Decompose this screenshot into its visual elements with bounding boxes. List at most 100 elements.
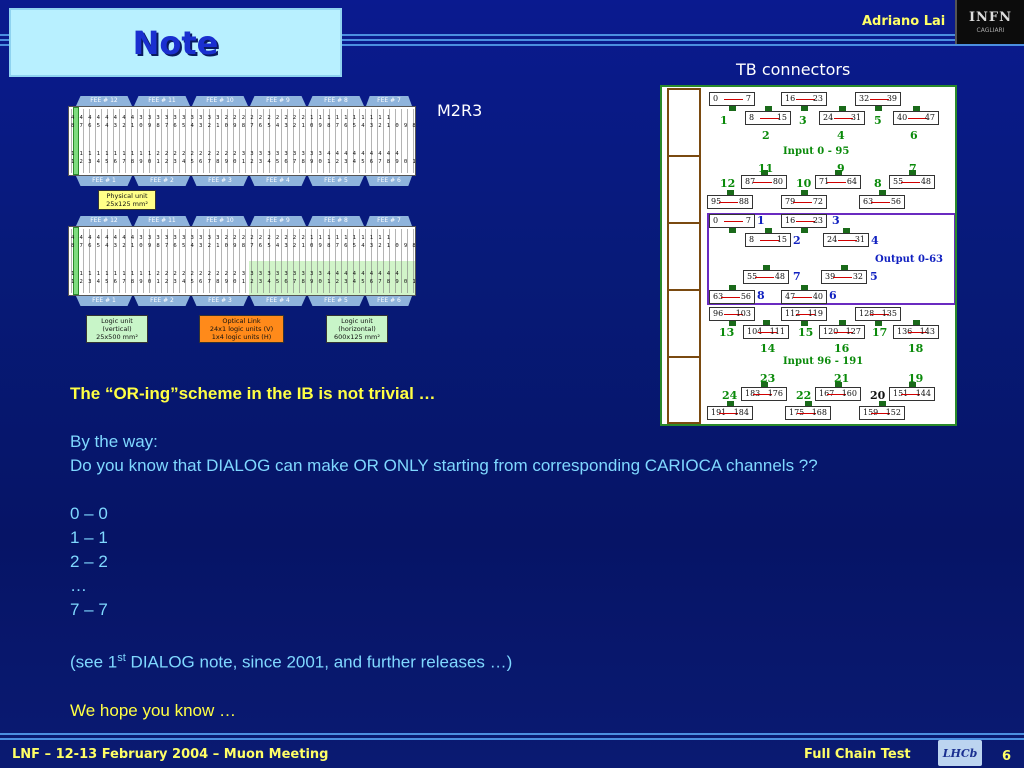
infn-logo-text: INFN	[968, 10, 1013, 25]
connector-start: 104	[747, 327, 763, 336]
tag-line: 24x1 logic units (V)	[209, 325, 274, 333]
fee-label: FEE # 11	[134, 96, 190, 106]
logic-vertical-tag: Logic unit (vertical) 25x500 mm²	[86, 315, 148, 343]
conn-number: 1	[757, 214, 765, 227]
connector-start: 159	[863, 408, 879, 417]
connector-start: 32	[859, 94, 870, 103]
pin-icon	[875, 106, 882, 111]
fee-bottom-labels-upper: FEE # 1 FEE # 2 FEE # 3 FEE # 4 FEE # 5 …	[68, 176, 416, 186]
mapping-line: 0 – 0	[70, 504, 108, 523]
fee-label: FEE # 5	[308, 176, 364, 186]
connector-end: 48	[920, 177, 931, 186]
lhcb-logo: LHCb	[938, 740, 982, 766]
connector-end: 7	[745, 216, 751, 225]
arrow-icon	[758, 332, 774, 333]
tb-connectors-title: TB connectors	[736, 60, 851, 79]
logic-strip	[73, 107, 79, 175]
pin-icon	[839, 320, 846, 325]
conn-number: 10	[796, 177, 812, 190]
arrow-icon	[874, 202, 890, 203]
connector-end: 152	[885, 408, 901, 417]
connector-end: 144	[915, 389, 931, 398]
connector-end: 39	[886, 94, 897, 103]
arrow-icon	[796, 202, 812, 203]
input-label-2: Input 96 - 191	[783, 356, 864, 367]
author: Adriano Lai	[862, 14, 946, 29]
connector-end: 168	[811, 408, 827, 417]
fee-label: FEE # 9	[250, 96, 306, 106]
conn-number: 13	[719, 326, 735, 339]
main-text: The “OR-ing”scheme in the IB is not triv…	[70, 382, 970, 723]
tag-line: 1x4 logic units (H)	[211, 333, 272, 341]
physical-unit-tag: Physical unit 25x125 mm²	[98, 190, 156, 210]
connector-end: 119	[807, 309, 823, 318]
connector-end: 88	[738, 197, 749, 206]
conn-number: 18	[908, 342, 924, 355]
connector-end: 80	[772, 177, 783, 186]
connector-end: 72	[812, 197, 823, 206]
see-note-sup: st	[117, 652, 126, 664]
connector-start: 0	[713, 94, 719, 103]
connector-start: 128	[859, 309, 875, 318]
fee-label: FEE # 12	[76, 216, 132, 226]
pin-icon	[763, 265, 770, 270]
connector-start: 0	[713, 216, 719, 225]
pin-icon	[727, 190, 734, 195]
tb-connector: 63 56	[859, 190, 905, 209]
connector-end: 143	[919, 327, 935, 336]
connector-start: 151	[893, 389, 909, 398]
connector-end: 31	[854, 235, 865, 244]
connector-end: 56	[890, 197, 901, 206]
conn-number: 17	[872, 326, 888, 339]
pin-icon	[761, 382, 768, 387]
conn-number: 6	[829, 289, 837, 302]
connector-start: 95	[711, 197, 722, 206]
fee-bottom-labels-lower: FEE # 1 FEE # 2 FEE # 3 FEE # 4 FEE # 5 …	[68, 296, 416, 306]
connector-start: 24	[827, 235, 838, 244]
connector-start: 79	[785, 197, 796, 206]
infn-logo-sub: CAGLIARI	[976, 27, 1005, 34]
conn-number: 12	[720, 177, 736, 190]
connector-end: 23	[812, 94, 823, 103]
arrow-icon	[834, 332, 850, 333]
connector-start: 120	[823, 327, 839, 336]
arrow-icon	[760, 240, 776, 241]
connector-end: 47	[924, 113, 935, 122]
arrow-icon	[870, 99, 886, 100]
connector-start: 24	[823, 113, 834, 122]
arrow-icon	[796, 297, 812, 298]
tb-connector: 151 144	[889, 382, 935, 401]
pin-icon	[765, 106, 772, 111]
tag-line: 600x125 mm²	[334, 333, 380, 341]
fee-label: FEE # 3	[192, 176, 248, 186]
arrow-icon	[724, 99, 740, 100]
arrow-icon	[724, 297, 740, 298]
connector-start: 191	[711, 408, 727, 417]
connector-start: 175	[789, 408, 805, 417]
arrow-icon	[722, 413, 738, 414]
digit-row: 1 2 3 4 5 6 7 8 9 0 1 2 3 4 5 6 7 8 9 0 …	[71, 159, 415, 165]
tag-line: Logic unit	[101, 317, 133, 325]
conn-number: 14	[760, 342, 776, 355]
output-box	[707, 213, 955, 305]
pin-icon	[843, 228, 850, 233]
connector-start: 55	[893, 177, 904, 186]
connector-end: 135	[881, 309, 897, 318]
arrow-icon	[908, 118, 924, 119]
pin-icon	[765, 228, 772, 233]
connector-start: 55	[747, 272, 758, 281]
fee-label: FEE # 1	[76, 176, 132, 186]
connector-start: 63	[863, 197, 874, 206]
closing: We hope you know …	[70, 700, 236, 720]
connector-end: 176	[767, 389, 783, 398]
pin-icon	[913, 320, 920, 325]
arrow-icon	[722, 202, 738, 203]
